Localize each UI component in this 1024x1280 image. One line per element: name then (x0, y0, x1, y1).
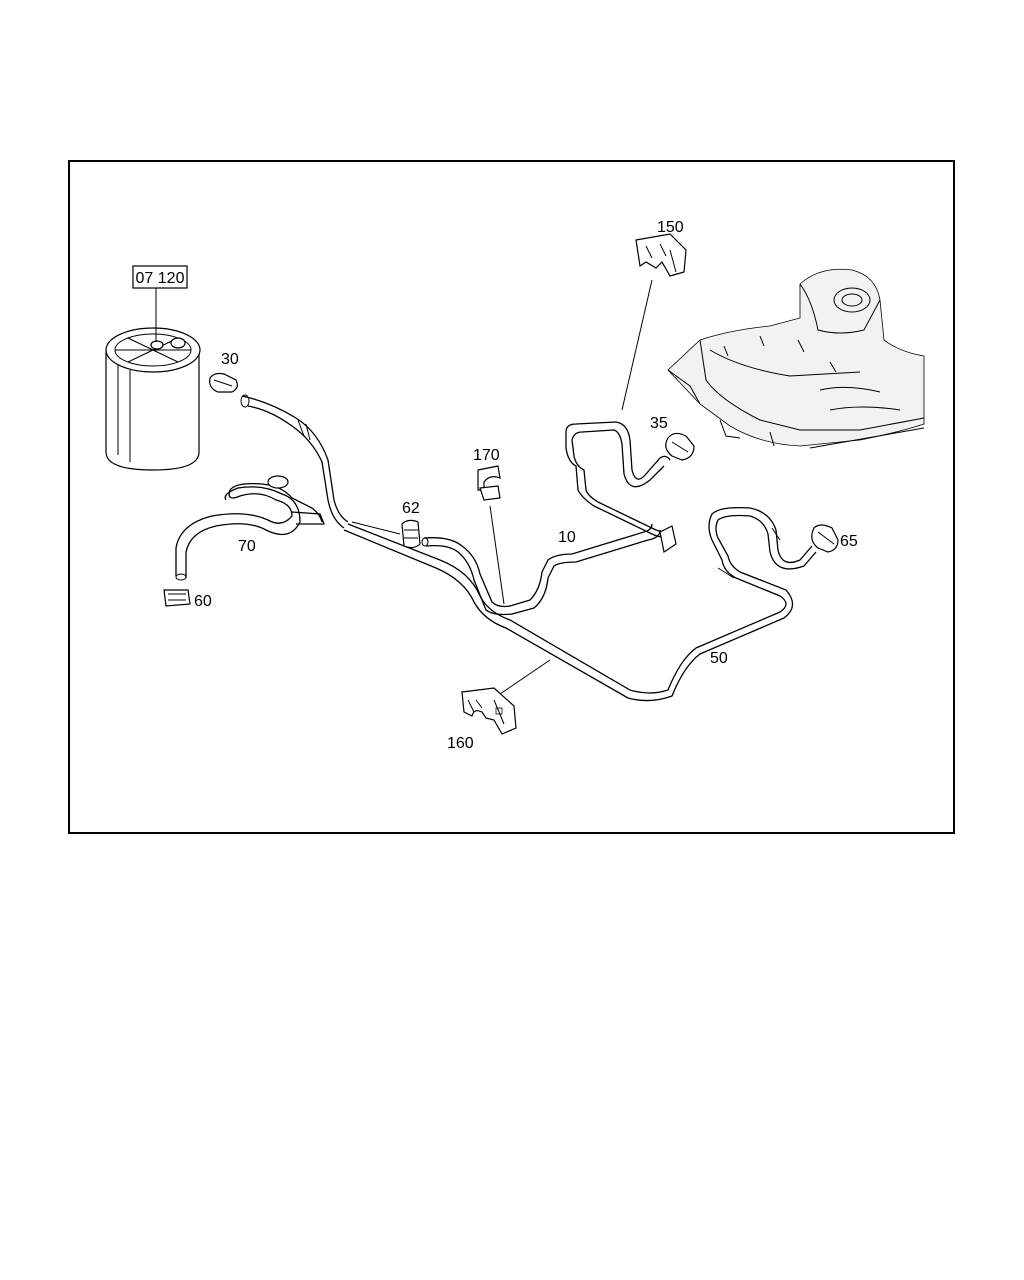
callout-35: 35 (650, 415, 668, 432)
clamp-65 (811, 524, 839, 553)
fuel-line-50 (343, 506, 817, 702)
holder-160 (461, 687, 517, 735)
fuel-tank (667, 268, 925, 449)
callout-10: 10 (558, 529, 576, 546)
callout-150: 150 (657, 219, 684, 236)
hose-70 (175, 475, 325, 581)
clamp-60 (163, 589, 191, 607)
reference-box: 07 120 (132, 265, 188, 289)
charcoal-canister (105, 288, 201, 471)
reference-box-label: 07 120 (136, 270, 185, 287)
clamp-62 (401, 519, 421, 549)
clamp-35 (665, 432, 695, 461)
leader-lines (351, 279, 653, 695)
fuel-line-10 (421, 421, 677, 616)
callout-65: 65 (840, 533, 858, 550)
callout-60: 60 (194, 593, 212, 610)
hose-30-lower (247, 405, 345, 529)
callout-160: 160 (447, 735, 474, 752)
clip-170 (477, 465, 501, 501)
clamp-30 (209, 372, 238, 393)
callout-30: 30 (221, 351, 239, 368)
callout-50: 50 (710, 650, 728, 667)
callout-170: 170 (473, 447, 500, 464)
hose-30-upper (241, 395, 349, 523)
callout-62: 62 (402, 500, 420, 517)
holder-150 (635, 233, 687, 277)
callout-70: 70 (238, 538, 256, 555)
